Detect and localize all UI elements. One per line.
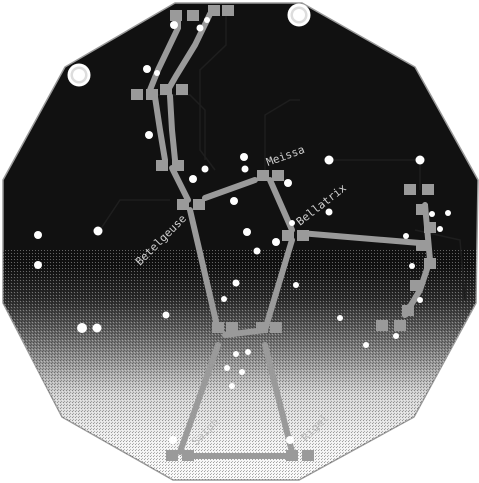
- smd-pad: [172, 160, 184, 171]
- star-led: [245, 349, 251, 355]
- inner-trace-layer: [99, 10, 466, 301]
- mounting-holes: [67, 3, 311, 87]
- smd-pad: [170, 10, 182, 21]
- smd-pad: [131, 89, 143, 100]
- star-led: [224, 365, 230, 371]
- trace-shield: [297, 230, 423, 246]
- smd-pad: [166, 450, 178, 461]
- smd-pad: [156, 160, 168, 171]
- star-led: [241, 165, 249, 173]
- trace-right-body: [262, 237, 295, 333]
- smd-pad: [410, 280, 422, 291]
- star-led: [437, 226, 443, 232]
- star-led: [324, 155, 334, 165]
- smd-pad: [424, 258, 436, 269]
- smd-pad: [160, 84, 172, 95]
- smd-pad: [177, 199, 189, 210]
- smd-pad: [402, 305, 414, 316]
- smd-pad: [422, 184, 434, 195]
- smd-pad: [286, 450, 298, 461]
- star-led: [154, 70, 160, 76]
- star-led: [253, 247, 261, 255]
- smd-pad: [176, 84, 188, 95]
- star-led: [417, 297, 423, 303]
- smd-pad: [208, 5, 220, 16]
- star-led: [34, 261, 42, 269]
- star-led: [229, 383, 235, 389]
- smd-pad: [222, 5, 234, 16]
- star-led: [145, 131, 153, 139]
- star-led: [201, 165, 209, 173]
- star-leds: [34, 17, 451, 444]
- star-led: [409, 263, 415, 269]
- smd-pad: [226, 322, 238, 333]
- smd-pad: [187, 10, 199, 21]
- smd-pad: [182, 450, 194, 461]
- smd-pad: [302, 450, 314, 461]
- star-led: [240, 153, 248, 161]
- smd-pad: [404, 184, 416, 195]
- star-led: [272, 238, 280, 246]
- star-led: [169, 436, 177, 444]
- smd-pad: [146, 89, 158, 100]
- star-led: [403, 233, 409, 239]
- smd-pad: [416, 204, 428, 215]
- star-led: [363, 342, 369, 348]
- star-led: [170, 21, 178, 29]
- star-led: [196, 24, 204, 32]
- trace-left-leg: [177, 342, 221, 455]
- star-led: [92, 323, 102, 333]
- star-led: [284, 179, 292, 187]
- star-led: [232, 279, 240, 287]
- smd-pad: [257, 170, 269, 181]
- star-led: [393, 333, 399, 339]
- star-led: [286, 436, 294, 444]
- smd-pad: [282, 230, 294, 241]
- dither-texture: [3, 250, 478, 480]
- smd-pad: [297, 230, 309, 241]
- star-led: [204, 17, 210, 23]
- trace-top-arm: [147, 13, 181, 93]
- trace-right-leg: [262, 342, 295, 455]
- trace-shoulders: [202, 177, 258, 201]
- smd-pad: [256, 322, 268, 333]
- star-led: [293, 282, 299, 288]
- star-led: [162, 311, 170, 319]
- trace-club: [152, 94, 168, 163]
- star-led: [189, 175, 197, 183]
- star-led: [243, 228, 251, 236]
- trace-left-body: [187, 207, 221, 333]
- star-led: [445, 210, 451, 216]
- star-led: [415, 155, 425, 165]
- star-led: [337, 315, 343, 321]
- smd-pad: [416, 240, 428, 251]
- star-led: [77, 323, 87, 333]
- star-led: [143, 65, 151, 73]
- smd-pad: [212, 322, 224, 333]
- trace-arm-to-shoulder: [169, 165, 191, 203]
- star-led: [34, 231, 42, 239]
- smd-pad: [272, 170, 284, 181]
- smd-pad: [270, 322, 282, 333]
- smd-pads: [131, 5, 436, 461]
- star-led: [239, 369, 245, 375]
- star-led: [429, 211, 435, 217]
- star-led: [289, 220, 295, 226]
- smd-pad: [193, 199, 205, 210]
- star-led: [325, 208, 333, 216]
- star-led: [221, 296, 227, 302]
- star-led: [233, 351, 239, 357]
- star-led: [93, 226, 103, 236]
- star-led: [230, 197, 238, 205]
- smd-pad: [424, 222, 436, 233]
- trace-head-to-bellatrix: [267, 177, 295, 233]
- smd-pad: [394, 320, 406, 331]
- smd-pad: [376, 320, 388, 331]
- trace-club-2: [167, 93, 178, 163]
